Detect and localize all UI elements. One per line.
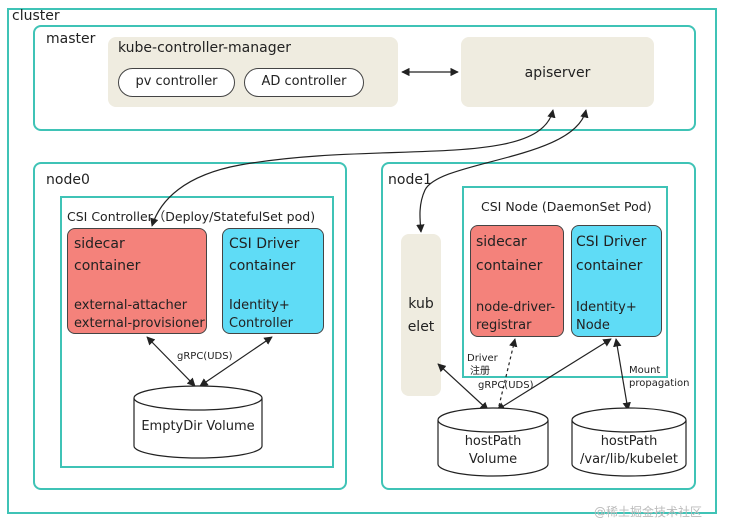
driver1-title2: container (576, 258, 643, 274)
kubelet-label1: kub (408, 296, 434, 312)
csi-driver-container-node0 (222, 228, 324, 334)
hostpath-volume-text-top-b: Volume (468, 452, 518, 467)
sidecar-title1: sidecar (74, 236, 125, 252)
driver1-line1: Identity+ (576, 300, 637, 315)
cluster-box (7, 8, 717, 514)
cluster-label: cluster (12, 8, 60, 24)
driver1-title1: CSI Driver (576, 234, 647, 250)
arrow-sidecar-volume-node0 (146, 336, 196, 387)
sidecar-container-node1 (470, 225, 564, 337)
ad-controller-pill: AD controller (244, 68, 364, 97)
kube-controller-manager-label: kube-controller-manager (118, 40, 291, 56)
arrow-apiserver-node0 (150, 109, 556, 227)
kubelet-box (401, 234, 441, 396)
sidecar-line2: external-provisioner (74, 316, 205, 331)
arrow-driver-register (497, 338, 518, 411)
driver-line2: Controller (229, 316, 293, 331)
sidecar-line1: external-attacher (74, 298, 188, 313)
kubelet-label2: elet (407, 319, 435, 335)
hostpath-volume-cylinder (437, 407, 549, 477)
sidecar1-line1: node-driver- (476, 300, 556, 315)
driver-register-label1: Driver (467, 353, 498, 364)
driver-line1: Identity+ (229, 298, 290, 313)
hostpath-kubelet-text-top-a: hostPath (600, 434, 658, 449)
hostpath-kubelet-text-top-b: /var/lib/kubelet (580, 452, 678, 467)
sidecar1-line2: registrar (476, 318, 532, 333)
sidecar1-title1: sidecar (476, 234, 527, 250)
apiserver-box (461, 37, 654, 107)
csi-driver-container-node1 (571, 225, 662, 337)
arrow-driver-volume-node0 (199, 336, 273, 387)
hostpath-kubelet-cylinder (571, 407, 687, 477)
apiserver-label: apiserver (524, 65, 591, 81)
emptydir-volume-text-top: EmptyDir Volume (141, 419, 255, 434)
arrow-kubelet-hostpath (437, 363, 489, 411)
driver1-line2: Node (576, 318, 610, 333)
arrow-mount-propagation (613, 338, 631, 411)
sidecar1-title2: container (476, 258, 543, 274)
watermark: @稀土掘金技术社区 (594, 505, 703, 519)
master-label: master (46, 31, 96, 47)
mount-label1: Mount (629, 365, 661, 376)
arrow-driver-hostpath (496, 338, 612, 411)
sidecar-container-node0 (67, 228, 207, 334)
sidecar-title2: container (74, 258, 141, 274)
driver-title1: CSI Driver (229, 236, 300, 252)
driver-title2: container (229, 258, 296, 274)
arrow-apiserver-kubelet (416, 109, 589, 233)
emptydir-volume-cylinder (133, 385, 263, 459)
node0-label: node0 (46, 172, 90, 188)
pv-controller-pill: pv controller (118, 68, 235, 97)
hostpath-volume-text-top-a: hostPath (464, 434, 522, 449)
mount-label2: propagation (629, 378, 690, 389)
